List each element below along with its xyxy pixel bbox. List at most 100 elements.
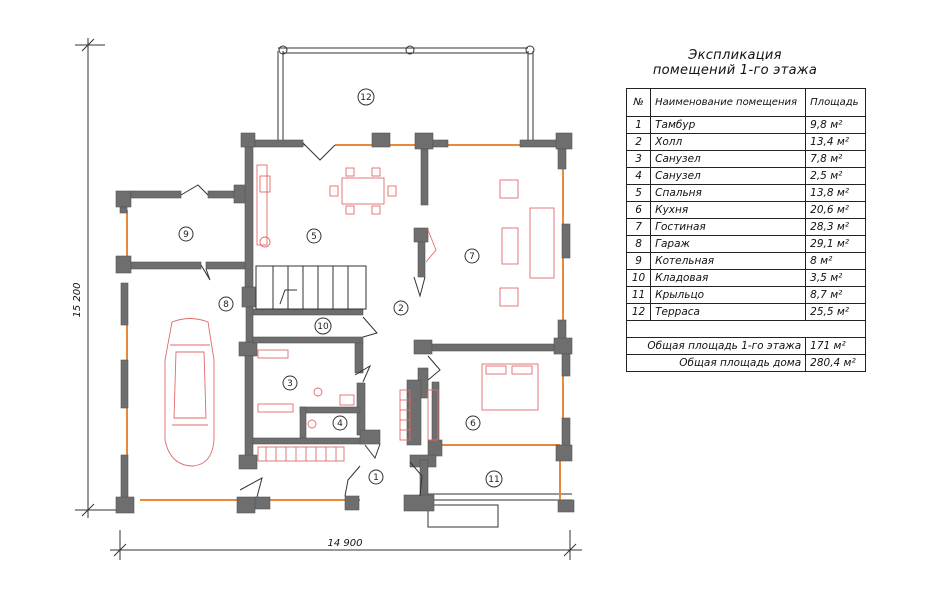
room-name: Санузел: [650, 167, 807, 185]
row-number: 8: [625, 235, 652, 253]
spacer-cell: [626, 320, 866, 338]
row-number: 10: [625, 269, 652, 287]
furniture: [256, 164, 555, 429]
room-area: 13,4 м²: [805, 133, 866, 151]
schedule-title-line1: Экспликация: [688, 48, 782, 63]
table-header-row: № Наименование помещения Площадь: [625, 88, 866, 117]
room-area: 8,7 м²: [805, 286, 866, 304]
room-label-7: 7: [464, 248, 480, 264]
svg-text:1: 1: [373, 473, 379, 483]
row-number: 7: [625, 218, 652, 236]
room-area: 2,5 м²: [805, 167, 866, 185]
room-label-5: 5: [306, 228, 322, 244]
row-number: 2: [625, 133, 652, 151]
total-label: Общая площадь 1-го этажа: [625, 337, 807, 355]
room-name: Кладовая: [650, 269, 807, 287]
room-area: 13,8 м²: [805, 184, 866, 202]
svg-text:3: 3: [287, 379, 293, 389]
svg-text:9: 9: [183, 230, 189, 240]
total-label: Общая площадь дома: [625, 354, 807, 372]
row-number: 9: [625, 252, 652, 270]
svg-text:10: 10: [317, 322, 329, 332]
room-name: Терраса: [650, 303, 807, 321]
room-area: 25,5 м²: [805, 303, 866, 321]
walls: [115, 132, 575, 514]
room-area: 8 м²: [805, 252, 866, 270]
doors: [180, 142, 441, 498]
floor-plan: 15 200 14 900: [72, 38, 582, 560]
room-name: Тамбур: [650, 116, 807, 134]
dimension-lines: [75, 38, 582, 560]
row-number: 11: [625, 286, 652, 304]
svg-text:12: 12: [360, 93, 371, 103]
room-name: Холл: [650, 133, 807, 151]
room-label-8: 8: [218, 296, 234, 312]
total-value: 280,4 м²: [805, 354, 866, 372]
room-label-2: 2: [393, 300, 409, 316]
room-area: 3,5 м²: [805, 269, 866, 287]
shelving: [257, 389, 439, 462]
room-name: Гараж: [650, 235, 807, 253]
car: [164, 318, 215, 467]
room-name: Крыльцо: [650, 286, 807, 304]
row-number: 1: [625, 116, 652, 134]
svg-text:8: 8: [223, 300, 229, 310]
header-area: Площадь: [805, 88, 866, 117]
room-labels: 1 2 3 4 5 6 7 8 9 10 11 12: [178, 88, 503, 488]
svg-text:6: 6: [470, 419, 476, 429]
row-number: 5: [625, 184, 652, 202]
room-name: Санузел: [650, 150, 807, 168]
header-name: Наименование помещения: [650, 88, 807, 117]
room-name: Гостиная: [650, 218, 807, 236]
room-label-3: 3: [282, 375, 298, 391]
porch-outline: [427, 493, 572, 528]
width-dimension: 14 900: [328, 538, 363, 549]
svg-text:7: 7: [469, 252, 475, 262]
row-number: 4: [625, 167, 652, 185]
svg-text:4: 4: [337, 419, 343, 429]
room-label-9: 9: [178, 226, 194, 242]
room-area: 29,1 м²: [805, 235, 866, 253]
windows: [126, 144, 564, 501]
room-label-6: 6: [465, 415, 481, 431]
room-area: 20,6 м²: [805, 201, 866, 219]
table-spacer-row: [626, 320, 866, 338]
room-schedule: Экспликация помещений 1-го этажа № Наиме…: [598, 48, 878, 372]
room-label-11: 11: [485, 470, 503, 488]
room-area: 28,3 м²: [805, 218, 866, 236]
room-name: Котельная: [650, 252, 807, 270]
header-no: №: [625, 88, 652, 117]
room-area: 9,8 м²: [805, 116, 866, 134]
schedule-title: Экспликация помещений 1-го этажа: [592, 48, 878, 78]
room-label-4: 4: [332, 415, 348, 431]
svg-text:11: 11: [488, 475, 499, 485]
row-number: 6: [625, 201, 652, 219]
schedule-title-line2: помещений 1-го этажа: [652, 63, 818, 78]
room-name: Кухня: [650, 201, 807, 219]
total-value: 171 м²: [805, 337, 866, 355]
room-label-12: 12: [357, 88, 375, 106]
svg-text:5: 5: [311, 232, 317, 242]
row-number: 3: [625, 150, 652, 168]
room-area: 7,8 м²: [805, 150, 866, 168]
room-label-10: 10: [314, 317, 332, 335]
row-number: 12: [625, 303, 652, 321]
svg-text:2: 2: [398, 304, 404, 314]
room-label-1: 1: [368, 469, 384, 485]
stairs: [255, 265, 367, 310]
